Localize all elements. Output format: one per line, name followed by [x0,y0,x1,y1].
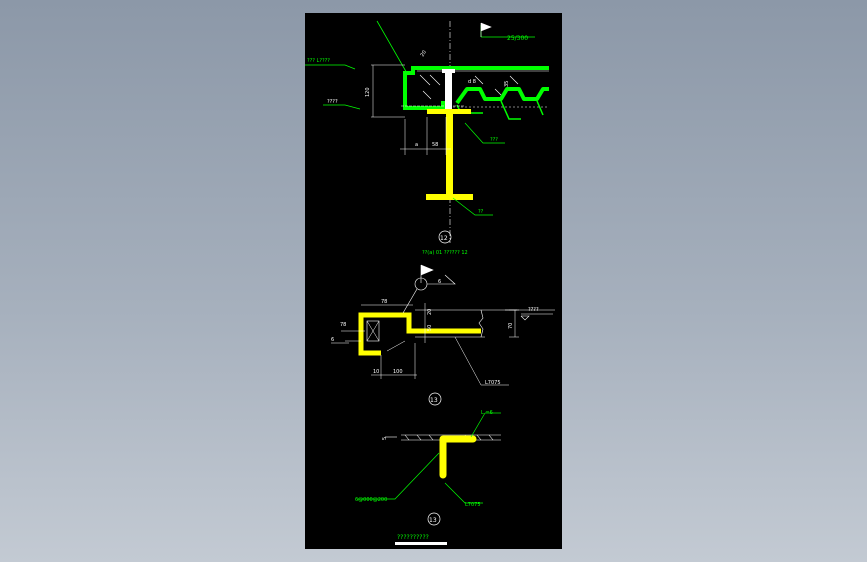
dim-120-label: 120 [365,87,371,97]
flag-number: 6 [438,279,441,285]
leader-line [376,20,409,76]
plate-note: L =6 [481,410,493,416]
detail-12: 25/300 ??? L???? ???? 120 20 58 a d 8 35… [305,20,549,256]
weld-leader [402,288,418,314]
flag-icon [480,22,492,37]
ref-beam-label: ?? [478,209,484,215]
detail-13a-number: 13 [430,397,438,404]
ref-deck-label: ??? [490,137,498,143]
flag-icon-2 [420,264,434,283]
left-level-label: ???? [327,99,338,105]
dim-78b-label: 78 [340,322,346,328]
slab-edge-form [403,71,445,110]
detail-13b: L =6 5 6@000@200 L7075 13 ?????????? [355,410,501,545]
dim-20-label: 20 [420,49,428,58]
caption-underline [395,542,447,545]
dimension-lines-2 [331,303,519,386]
detail-13a-marker [428,392,442,406]
dim-6-label: 6 [331,337,334,343]
slab-lines-2 [415,309,555,338]
detail-13b-marker [427,512,441,526]
detail-12-marker [438,230,452,244]
angle-label-2: L7075 [465,502,481,508]
detail-12-note: ??(a) 01 ?????? 12 [422,250,468,256]
detail-12-number: 12 [440,235,448,242]
cad-drawing: 25/300 ??? L???? ???? 120 20 58 a d 8 35… [305,20,555,545]
steel-i-beam [426,109,473,200]
dim-35-label: 35 [504,81,510,87]
drawing-sheet: 25/300 ??? L???? ???? 120 20 58 a d 8 35… [305,13,562,549]
dim-58-label: 58 [432,142,438,148]
dim-78a-label: 78 [381,299,387,305]
dim-10-label: 10 [373,369,379,375]
dim-d8-label: d 8 [468,79,476,85]
slab-top-edge [405,66,549,75]
rebar-note: 6@000@200 [355,497,387,503]
right-level-label: ???? [528,307,539,313]
angle-l-bracket [439,435,477,479]
bottom-caption: ?????????? [397,534,429,541]
angle-label: L7075 [485,380,501,386]
weld-cross [366,320,380,342]
left-note-label: ??? L???? [307,58,330,64]
weld-box [366,320,380,342]
shear-stud [445,71,452,109]
dim-20b-label: 20 [427,309,433,315]
dimension-lines [371,64,465,155]
profiled-deck [455,87,549,105]
detail-13a: 6 78 78 20 50 6 70 10 100 ???? L7075 13 [331,264,555,406]
shear-stud-head [442,69,455,73]
dim-5-label: 5 [382,437,388,440]
top-slope-label: 25/300 [507,35,528,42]
dim-a-label: a [415,142,418,148]
weld-symbol-line [427,274,456,285]
detail-13b-number: 13 [429,517,437,524]
green-leaders-3 [357,412,501,504]
dim-100-label: 100 [393,369,403,375]
edge-angle-top [361,312,481,334]
dim-50-label: 50 [427,325,433,331]
dim-70-label: 70 [508,323,514,329]
level-mark [520,315,530,321]
